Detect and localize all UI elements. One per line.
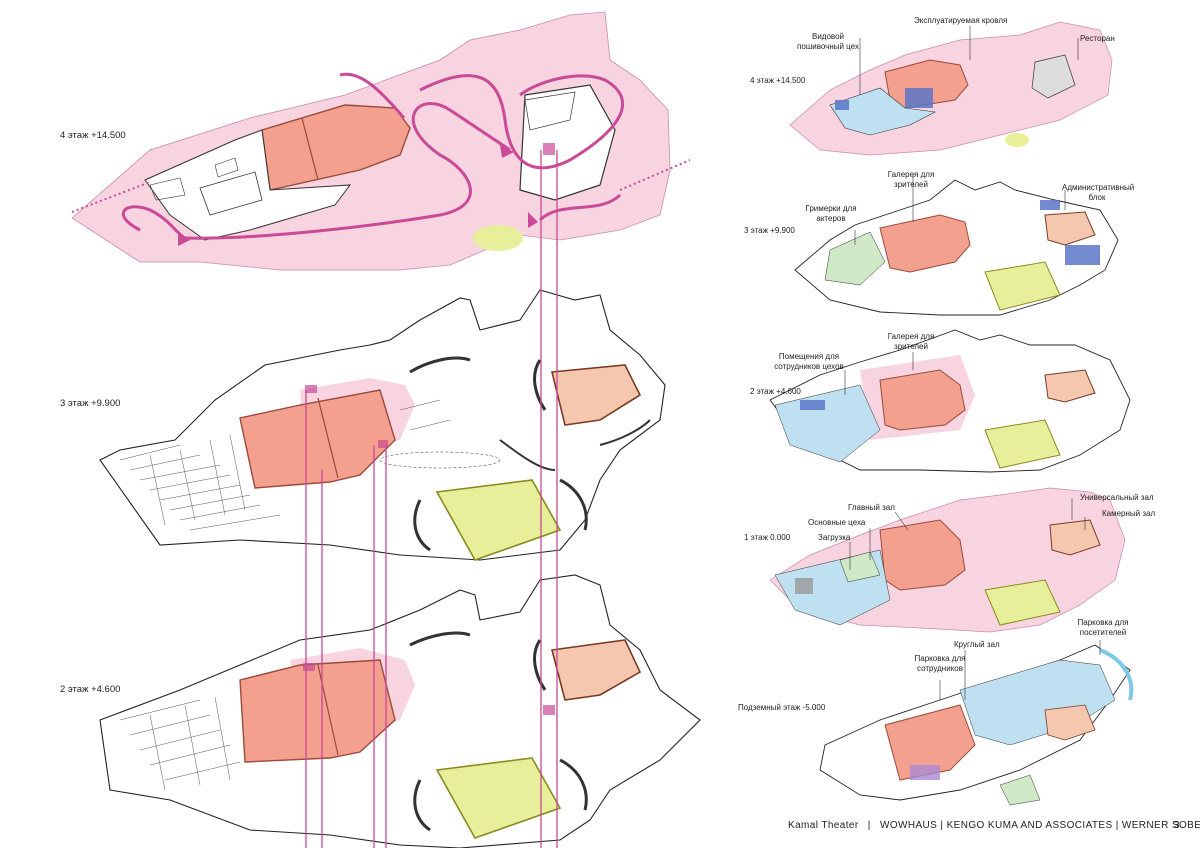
main-floor3-main-hall	[239, 389, 396, 489]
main-floor4-round-mark	[473, 225, 523, 251]
annotation-universal-hall: Универсальный зал	[1080, 493, 1154, 502]
small-floor3-plan	[794, 179, 1119, 316]
page-number: 3	[1174, 820, 1180, 831]
main-floor4-label: 4 этаж +14.500	[60, 130, 126, 141]
small-floor1-label: 1 этаж 0.000	[744, 533, 791, 542]
vertical-links	[305, 150, 558, 848]
footer-project: Kamal Theater	[788, 820, 859, 831]
small-underground-plan	[819, 644, 1134, 806]
main-floor2-label: 2 этаж +4.600	[60, 684, 121, 695]
annotation-round-hall: Круглый зал	[954, 640, 1000, 649]
annotation-roof: Эксплуатируемая кровля	[914, 16, 1008, 25]
annotation-restaurant: Ресторан	[1080, 34, 1115, 43]
main-floor3-plan	[99, 289, 666, 561]
annotation-gallery2: Галерея для зрителей	[887, 332, 935, 351]
annotation-chamber-hall: Камерный зал	[1102, 509, 1156, 518]
annotation-workshops: Основные цеха	[808, 518, 866, 527]
main-floor3-chamber-hall	[551, 364, 642, 426]
small-floor4-label: 4 этаж +14.500	[750, 76, 806, 85]
small-floor2-plan	[769, 329, 1131, 473]
footer: Kamal Theater | WOWHAUS | KENGO KUMA AND…	[788, 820, 1200, 831]
small-floor4-plan	[789, 21, 1113, 156]
annotation-admin: Административный блок	[1062, 183, 1135, 202]
main-floor4-plan	[71, 11, 691, 271]
annotation-main-hall: Главный зал	[848, 503, 895, 512]
annotation-view-shop: Видовой пошивочный цех	[797, 32, 859, 51]
annotation-gallery3: Галерея для зрителей	[887, 170, 935, 189]
annotation-staff-rooms: Помещения для сотрудников цехов	[774, 352, 844, 371]
main-floor4-route	[121, 74, 625, 240]
main-floor4-main-hall	[261, 104, 411, 191]
annotation-loading: Загрузка	[818, 533, 851, 542]
main-floor3-label: 3 этаж +9.900	[60, 398, 121, 409]
small-floor2-label: 2 этаж +4.600	[750, 387, 801, 396]
leader-lines	[844, 26, 1101, 700]
small-underground-label: Подземный этаж -5.000	[738, 703, 826, 712]
annotation-visitor-parking: Парковка для посетителей	[1077, 618, 1129, 637]
main-floor2-chamber-hall	[550, 639, 642, 701]
small-floor3-label: 3 этаж +9.900	[744, 226, 795, 235]
annotation-staff-parking: Парковка для сотрудников	[914, 654, 966, 673]
main-floor4-restaurant	[519, 84, 616, 201]
main-floor2-plan	[99, 574, 701, 848]
annotation-dressing: Гримерки для актеров	[805, 204, 857, 223]
main-floor4-shop-block	[144, 129, 352, 241]
footer-authors: WOWHAUS | KENGO KUMA AND ASSOCIATES | WE…	[879, 820, 1200, 831]
main-floor3-round-hall	[435, 479, 562, 561]
small-floor1-plan	[769, 487, 1126, 633]
main-floor2-round-hall	[435, 757, 562, 839]
